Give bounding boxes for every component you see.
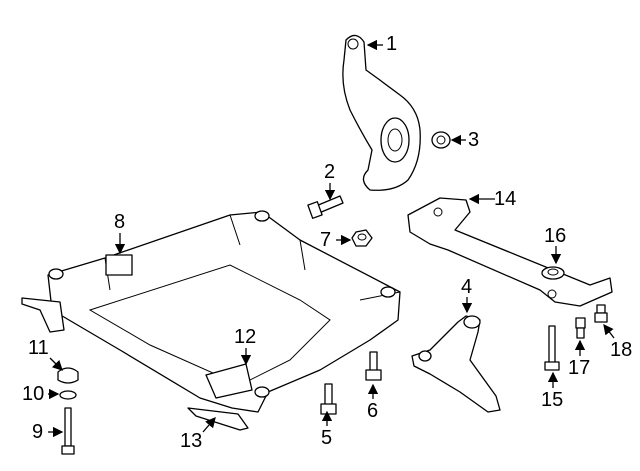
callout-4: 4 — [461, 276, 473, 298]
callout-18: 18 — [610, 339, 633, 361]
callout-11: 11 — [28, 337, 49, 359]
bolt-2 — [307, 195, 344, 219]
bolt-17 — [575, 317, 586, 339]
callout-6: 6 — [367, 400, 379, 422]
callout-12: 12 — [234, 326, 257, 348]
callout-17: 17 — [568, 357, 591, 379]
steering-knuckle — [342, 34, 421, 191]
nut-7 — [351, 229, 373, 247]
washer-10 — [59, 390, 77, 400]
callout-1: 1 — [386, 33, 398, 55]
bolt-6 — [365, 351, 382, 381]
callout-16: 16 — [544, 225, 567, 247]
callout-10: 10 — [22, 383, 45, 405]
bushing-11 — [57, 367, 79, 384]
callout-5: 5 — [321, 427, 333, 449]
callout-8: 8 — [114, 211, 126, 233]
bolt-9 — [61, 407, 75, 455]
hub-nut — [431, 131, 451, 149]
leader-arrows — [48, 39, 615, 438]
callout-9: 9 — [32, 421, 44, 443]
callout-3: 3 — [468, 129, 480, 151]
callout-2: 2 — [324, 161, 336, 183]
bolt-15 — [544, 325, 560, 371]
lower-control-arm — [411, 315, 501, 413]
callout-14: 14 — [494, 188, 517, 210]
callout-15: 15 — [541, 389, 564, 411]
crossmember-brace — [407, 197, 613, 307]
bushing-16 — [541, 266, 565, 280]
bolt-5 — [320, 383, 337, 415]
front-subframe — [21, 210, 401, 431]
bolt-18 — [594, 304, 608, 323]
callout-7: 7 — [320, 229, 332, 251]
callout-13: 13 — [180, 430, 203, 452]
